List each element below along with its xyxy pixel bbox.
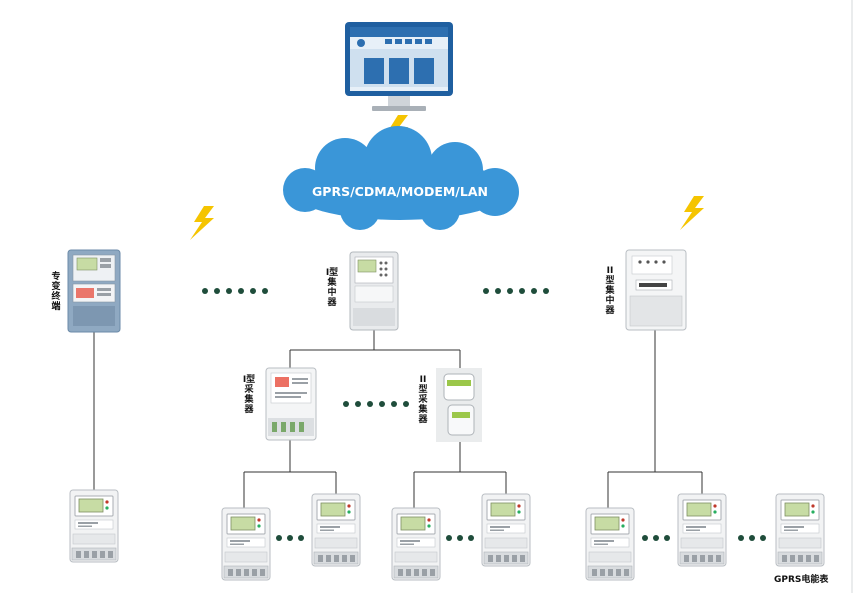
meter-special-terminal [69, 489, 119, 563]
network-cloud: GPRS/CDMA/MODEM/LAN [283, 126, 519, 230]
collector-2-device [436, 368, 482, 442]
lightning-icon [190, 206, 214, 240]
network-label: GPRS/CDMA/MODEM/LAN [312, 184, 488, 199]
gprs-meter-device [775, 493, 825, 567]
special-terminal-label: 专变终端 [51, 272, 61, 312]
concentrator-1-label: I型集中器 [325, 268, 339, 308]
collector-2-label: II型采集器 [418, 375, 428, 425]
special-terminal-device [67, 249, 121, 333]
collector-1-label: I型采集器 [242, 375, 256, 415]
collector-1-device [265, 367, 317, 441]
connection-lines [93, 330, 703, 508]
master-station-monitor [345, 22, 453, 111]
meter-concentrator-2-b [677, 493, 727, 567]
meter-collector-1-a [221, 507, 271, 581]
lightning-icon [680, 196, 704, 230]
meter-collector-2-b [481, 493, 531, 567]
concentrator-1-device [349, 251, 399, 331]
meter-collector-2-a [391, 507, 441, 581]
meter-concentrator-2-a [585, 507, 635, 581]
gprs-meter-label: GPRS电能表 [774, 575, 829, 585]
concentrator-2-device [625, 249, 687, 331]
concentrator-2-label: II型集中器 [605, 266, 615, 316]
meter-collector-1-b [311, 493, 361, 567]
ellipsis-dots [202, 288, 766, 541]
